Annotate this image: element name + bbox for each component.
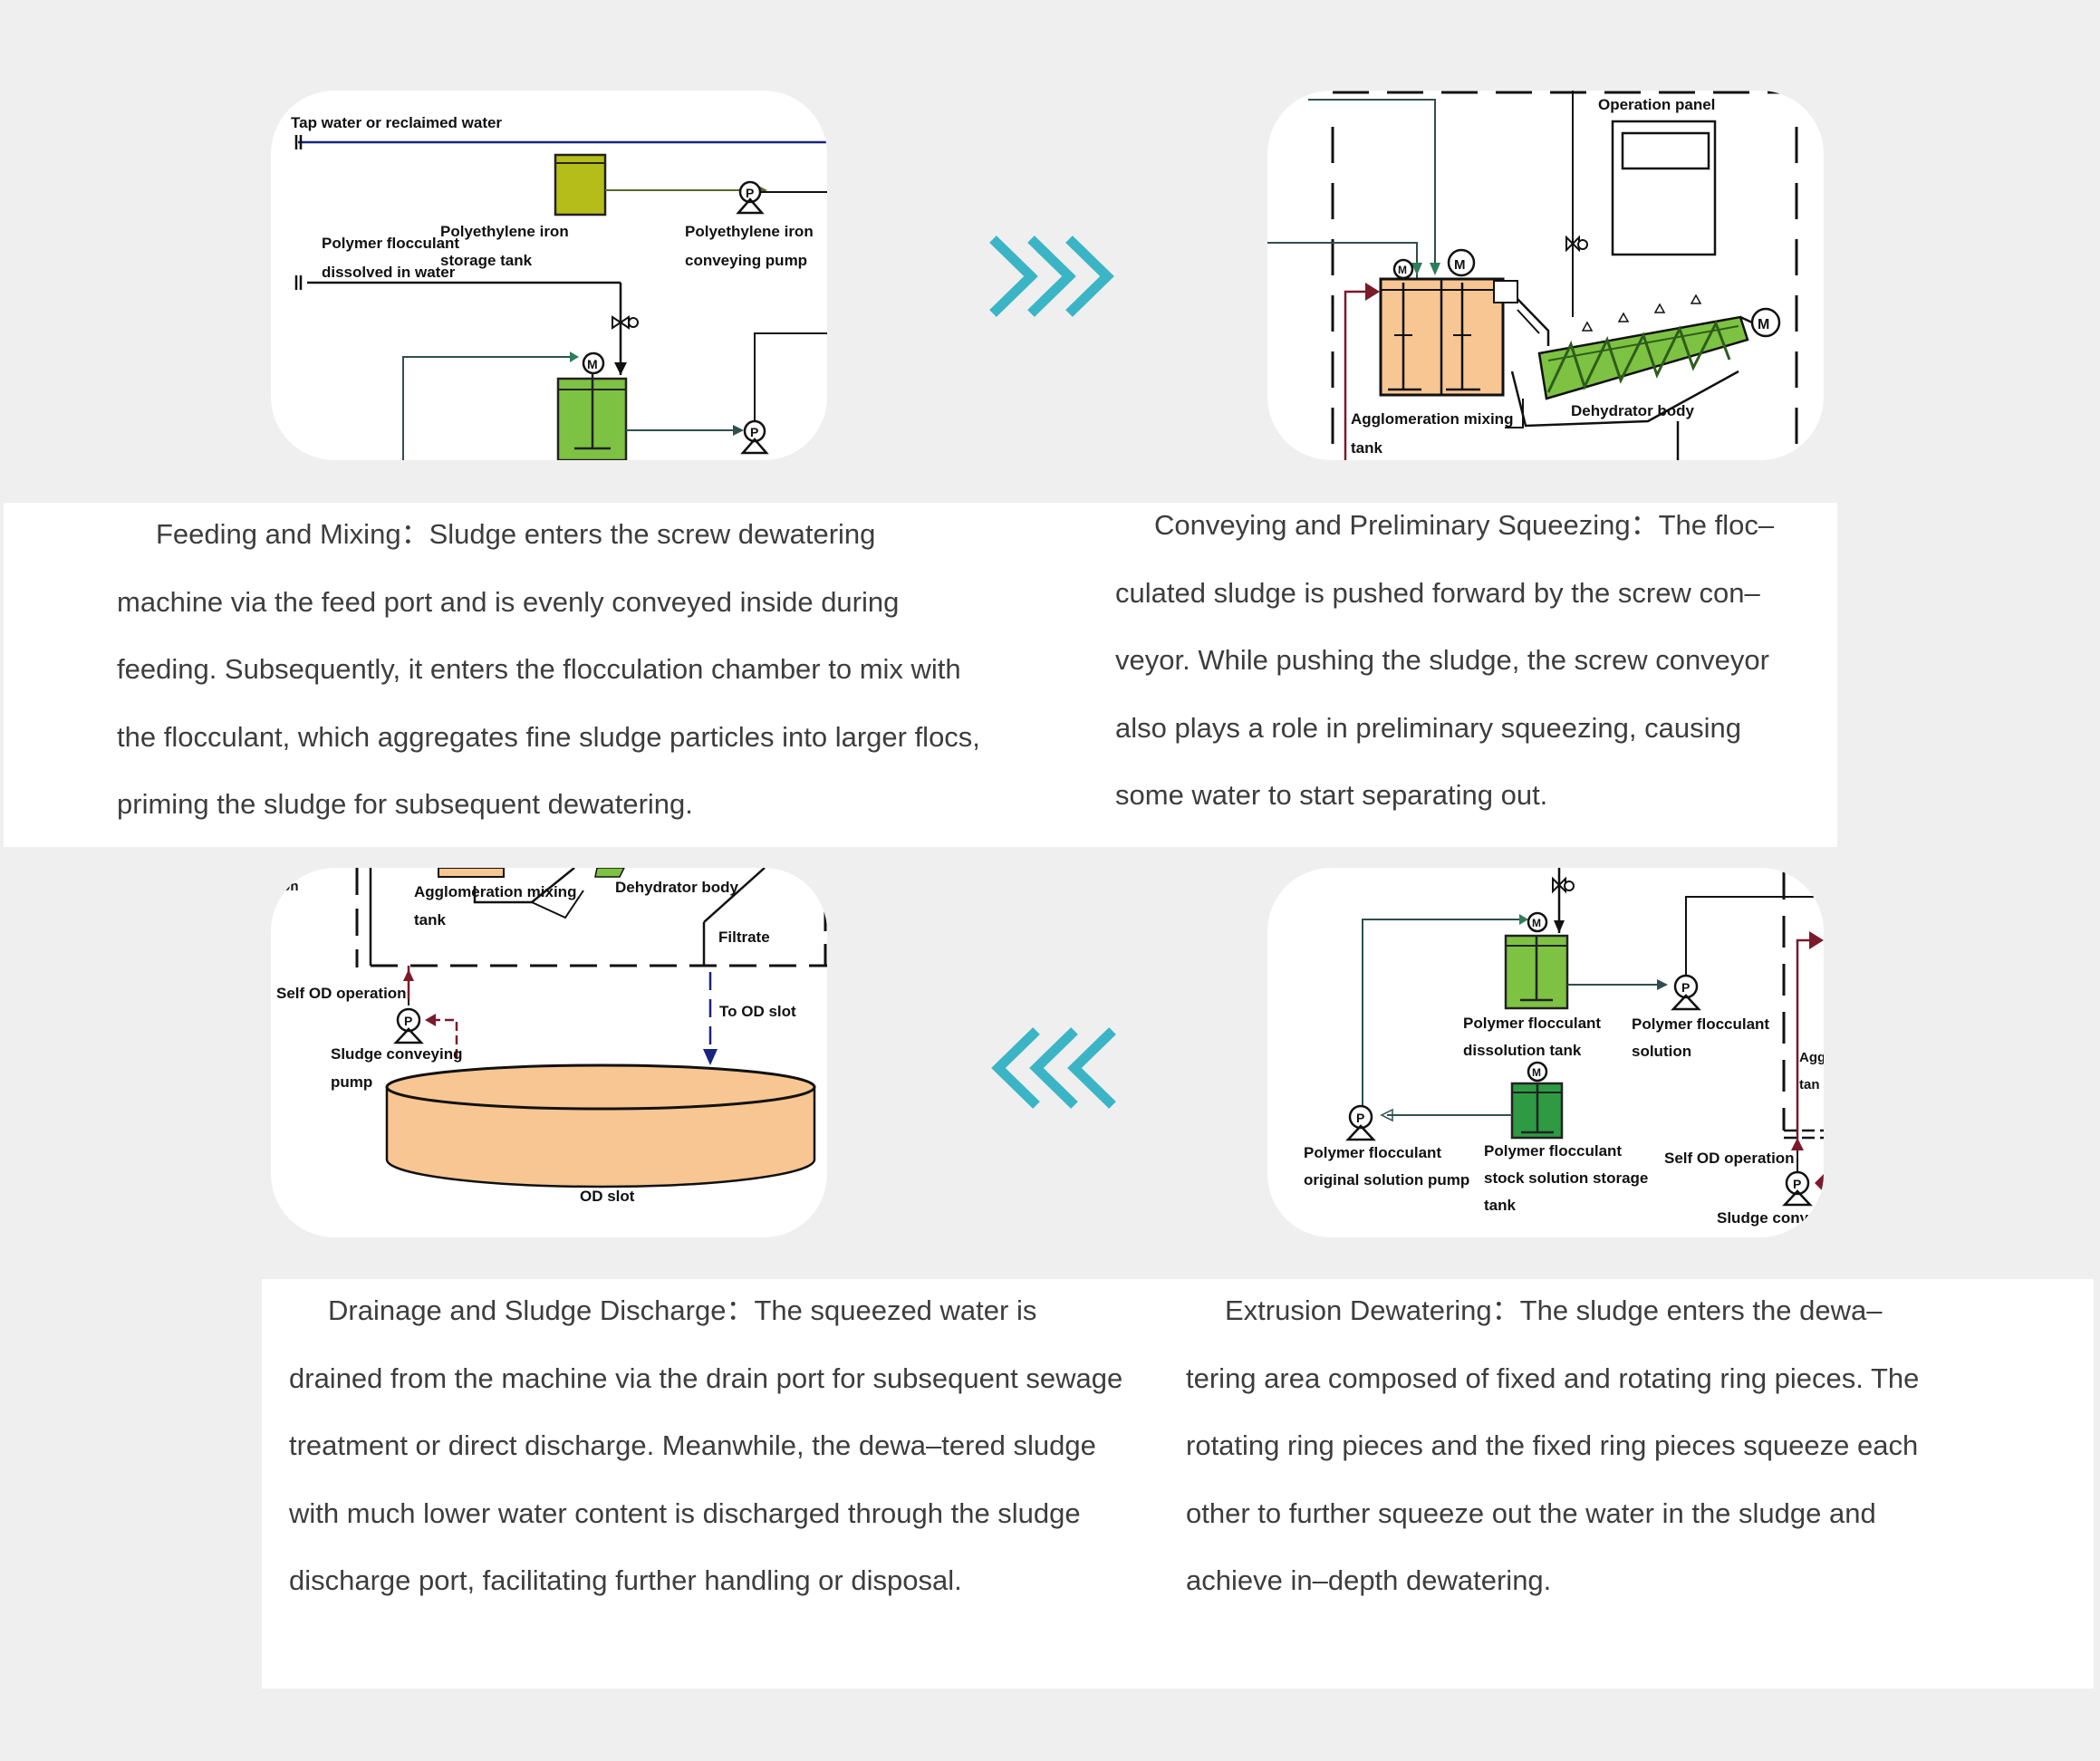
feeding-heading: Feeding and Mixing <box>156 518 401 550</box>
extrusion-body: The sludge enters the dewa–tering area c… <box>1186 1294 1920 1596</box>
drainage-body: The squeezed water is drained from the m… <box>289 1294 1123 1596</box>
valve-icon <box>1565 235 1580 253</box>
svg-text:ion: ion <box>278 879 299 894</box>
polymer-label-1: Polymer flocculant <box>322 235 459 252</box>
valve-icon <box>612 315 630 330</box>
dissolution-label-2: dissolution tank <box>1463 1042 1582 1059</box>
agglomeration-label-2: tank <box>414 911 447 929</box>
motor-icon-2 <box>1447 248 1476 277</box>
agglomeration-label-1: Agglomeration mixing <box>1351 410 1513 428</box>
filtrate-label: Filtrate <box>718 929 770 946</box>
original-pump-label-2: original solution pump <box>1304 1171 1469 1188</box>
sludge-pump-icon <box>1785 1170 1810 1196</box>
feeding-diagram-card: Tap water or reclaimed water Polyethylen… <box>271 91 827 460</box>
pe-tank-label-2: storage tank <box>440 252 533 269</box>
stock-label-1: Polymer flocculant <box>1484 1142 1622 1160</box>
solution-label-2: solution <box>1632 1043 1691 1060</box>
original-pump-label-1: Polymer flocculant <box>1304 1144 1441 1161</box>
motor-icon-2 <box>1527 1061 1548 1083</box>
extrusion-diagram-card: M Polymer flocculant dissolution tank P … <box>1267 868 1824 1237</box>
self-od-label: Self OD operation <box>276 985 407 1002</box>
original-pump-icon <box>1348 1104 1373 1130</box>
feeding-body: Sludge enters the screw dewatering machi… <box>117 518 980 820</box>
dissolution-label-1: Polymer flocculant <box>1463 1015 1601 1032</box>
svg-text:P: P <box>404 1014 412 1028</box>
svg-text:M: M <box>587 357 598 371</box>
pe-tank-label-1: Polyethylene iron <box>440 223 569 240</box>
agglomeration-label-1: Agglomeration mixing <box>414 883 576 900</box>
dehydrator-body <box>1537 315 1749 400</box>
svg-text:P: P <box>1793 1177 1801 1191</box>
feeding-description: Feeding and Mixing：Sludge enters the scr… <box>117 518 980 820</box>
stock-label-3: tank <box>1484 1197 1517 1214</box>
sludge-pump-icon <box>396 1007 421 1033</box>
od-slot <box>385 1085 816 1188</box>
extrusion-diagram: M Polymer flocculant dissolution tank P … <box>1304 868 1824 1227</box>
drainage-diagram: ion Agglomeration mixing tank Dehydrator… <box>276 868 827 1205</box>
svg-text:P: P <box>750 425 758 439</box>
svg-text:M: M <box>1454 257 1466 273</box>
sludge-pump-label-2: pump <box>331 1073 372 1091</box>
svg-text:M: M <box>1532 917 1541 929</box>
chevron-right-icon <box>989 236 1114 317</box>
sludge-pump-cut-label: Sludge conve <box>1717 1209 1817 1227</box>
svg-text:M: M <box>1532 1066 1541 1079</box>
pe-pump-label-1: Polyethylene iron <box>685 223 814 240</box>
bottom-text-band <box>262 1279 2094 1689</box>
chevron-left-icon <box>991 1027 1116 1109</box>
drainage-heading: Drainage and Sludge Discharge <box>328 1294 727 1326</box>
drainage-description: Drainage and Sludge Discharge：The squeez… <box>289 1294 1123 1596</box>
self-od-label: Self OD operation <box>1664 1150 1795 1167</box>
drainage-diagram-card: ion Agglomeration mixing tank Dehydrator… <box>271 868 827 1237</box>
svg-text:M: M <box>1398 264 1407 276</box>
panel-display <box>1621 131 1710 170</box>
sludge-pump-label-1: Sludge conveying <box>331 1045 462 1063</box>
dehydrator-body-label: Dehydrator body <box>1571 402 1695 419</box>
svg-text:P: P <box>746 186 754 200</box>
svg-text:tan: tan <box>1799 1077 1820 1092</box>
top-text-band <box>4 503 1837 847</box>
conveying-heading: Conveying and Preliminary Squeezing <box>1154 509 1631 541</box>
dehydrator-body-label: Dehydrator body <box>615 879 739 896</box>
agglomeration-label-2: tank <box>1351 439 1383 457</box>
tap-water-label: Tap water or reclaimed water <box>291 114 502 131</box>
svg-text:P: P <box>1681 980 1690 995</box>
pe-pump-label-2: conveying pump <box>685 252 807 269</box>
motor-icon-1 <box>1527 911 1548 933</box>
conveying-diagram-card: Operation panel M M <box>1267 91 1824 460</box>
polymer-label-2: dissolved in water <box>322 264 456 281</box>
stock-label-2: stock solution storage <box>1484 1169 1648 1187</box>
solution-label-1: Polymer flocculant <box>1632 1015 1769 1033</box>
extrusion-description: Extrusion Dewatering：The sludge enters t… <box>1186 1294 1920 1596</box>
to-od-slot-label: To OD slot <box>719 1003 796 1020</box>
svg-text:M: M <box>1758 317 1769 332</box>
feeding-diagram: Tap water or reclaimed water Polyethylen… <box>291 114 827 460</box>
od-slot-label: OD slot <box>580 1188 635 1205</box>
conveying-description: Conveying and Preliminary Squeezing：The … <box>1115 509 1775 811</box>
pe-storage-tank <box>554 153 607 217</box>
conveying-body: The floc–culated sludge is pushed forwar… <box>1115 509 1775 811</box>
valve-icon <box>1552 876 1566 894</box>
extrusion-heading: Extrusion Dewatering <box>1225 1294 1492 1326</box>
operation-panel-label: Operation panel <box>1598 96 1715 113</box>
svg-text:P: P <box>1356 1111 1364 1125</box>
svg-text:Agg: Agg <box>1799 1050 1824 1065</box>
conveying-diagram: Operation panel M M <box>1267 91 1824 460</box>
